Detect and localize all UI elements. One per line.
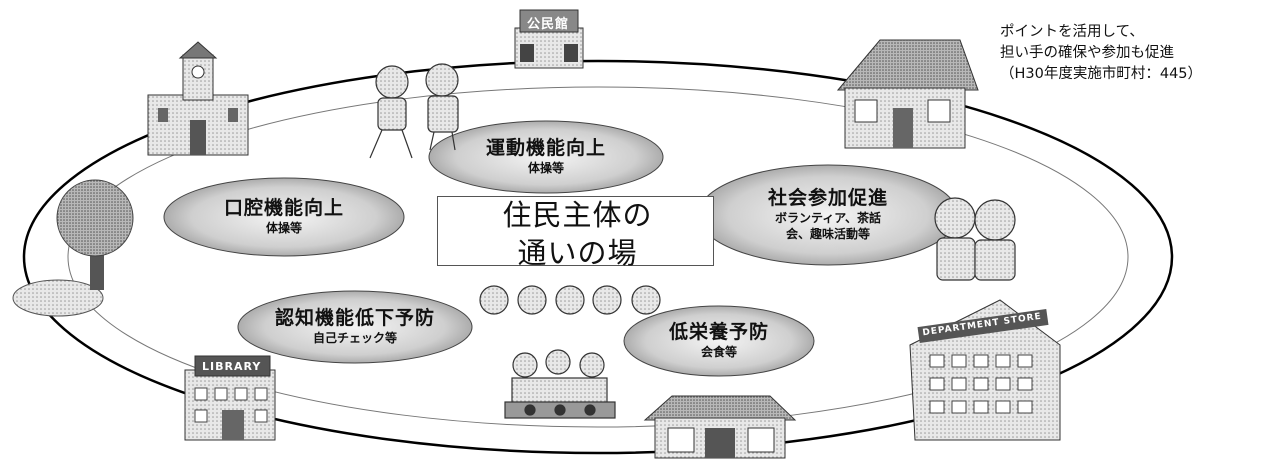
library-icon xyxy=(184,355,276,441)
ellipse-nutrition xyxy=(623,305,815,377)
inner-ring xyxy=(67,86,1129,428)
activity-social-sub2: 会、趣味活動等 xyxy=(785,226,870,241)
activity-nutrition-title: 低栄養予防 xyxy=(668,321,769,344)
activity-cognitive-sub: 自己チェック等 xyxy=(312,331,397,346)
ellipse-cognitive xyxy=(237,290,473,364)
point-note: ポイントを活用して、 担い手の確保や参加も促進 （H30年度実施市町村：445） xyxy=(1000,22,1202,85)
activity-exercise: 運動機能向上 体操等 xyxy=(429,121,663,193)
activity-social: 社会参加促進 ボランティア、茶話 会、趣味活動等 xyxy=(698,165,958,265)
japanese-house-icon xyxy=(643,395,797,459)
activity-social-title: 社会参加促進 xyxy=(767,187,888,210)
elderly-exercising-icon xyxy=(369,63,459,159)
university-icon xyxy=(147,41,249,156)
center-title: 住民主体の 通いの場 xyxy=(470,196,685,272)
elderly-group-icon xyxy=(479,285,661,315)
community-hall-icon xyxy=(514,9,584,69)
activity-cognitive-title: 認知機能低下予防 xyxy=(274,307,435,330)
point-note-line2: 担い手の確保や参加も促進 xyxy=(1000,45,1174,61)
activity-social-sub1: ボランティア、茶話 xyxy=(774,211,882,226)
activity-oral-sub: 体操等 xyxy=(265,221,302,236)
house-icon xyxy=(836,39,979,149)
center-title-line1: 住民主体の xyxy=(502,198,653,232)
outer-ring xyxy=(22,59,1174,455)
tree-icon xyxy=(12,179,134,317)
activity-oral: 口腔機能向上 体操等 xyxy=(164,178,404,256)
elderly-chatting-icon xyxy=(934,197,1016,281)
library-sign: LIBRARY xyxy=(202,360,262,373)
point-note-line3: （H30年度実施市町村：445） xyxy=(1000,66,1203,82)
point-note-line1: ポイントを活用して、 xyxy=(1000,24,1144,40)
activity-cognitive: 認知機能低下予防 自己チェック等 xyxy=(238,291,472,363)
activity-oral-title: 口腔機能向上 xyxy=(223,197,344,220)
activity-nutrition-sub: 会食等 xyxy=(700,345,737,360)
activity-exercise-title: 運動機能向上 xyxy=(485,137,606,160)
activity-nutrition: 低栄養予防 会食等 xyxy=(624,306,814,376)
center-title-line2: 通いの場 xyxy=(517,236,638,270)
elderly-eating-icon xyxy=(504,349,616,419)
community-hall-sign: 公民館 xyxy=(527,17,570,32)
department-store-icon xyxy=(909,299,1061,441)
ellipse-exercise xyxy=(428,120,664,194)
activity-exercise-sub: 体操等 xyxy=(527,161,564,176)
ellipse-oral xyxy=(163,177,405,257)
center-box xyxy=(437,196,714,266)
